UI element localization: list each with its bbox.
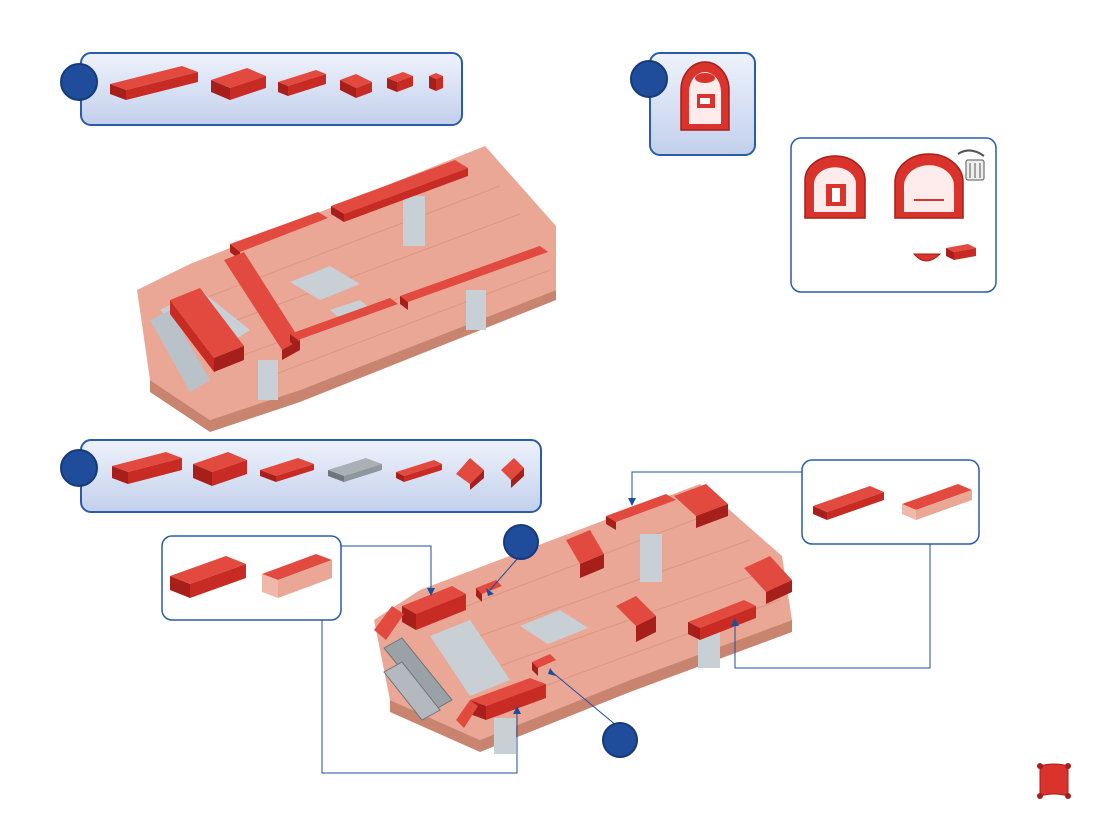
red-flag-icon [1037, 763, 1071, 799]
sub-step-marker-top [504, 525, 538, 559]
step-marker-b [631, 61, 667, 97]
model-assembly-step-a [137, 146, 556, 432]
parts-bar-step-a [81, 53, 462, 125]
arch-window-part [681, 62, 729, 130]
parts-bar-step-c [81, 440, 541, 512]
arch-shell [895, 154, 963, 218]
brick-1x1 [429, 73, 443, 91]
arch-assembled [805, 156, 865, 218]
sub-step-marker-bottom [603, 723, 637, 757]
parts-box-step-b [650, 53, 755, 155]
step-marker-a [61, 64, 97, 100]
callout-left-detail [162, 536, 341, 620]
sub-assembly-callout [791, 138, 996, 292]
model-assembly-step-c [374, 484, 792, 754]
callout-right-detail [802, 460, 979, 544]
step-marker-c [61, 450, 97, 486]
